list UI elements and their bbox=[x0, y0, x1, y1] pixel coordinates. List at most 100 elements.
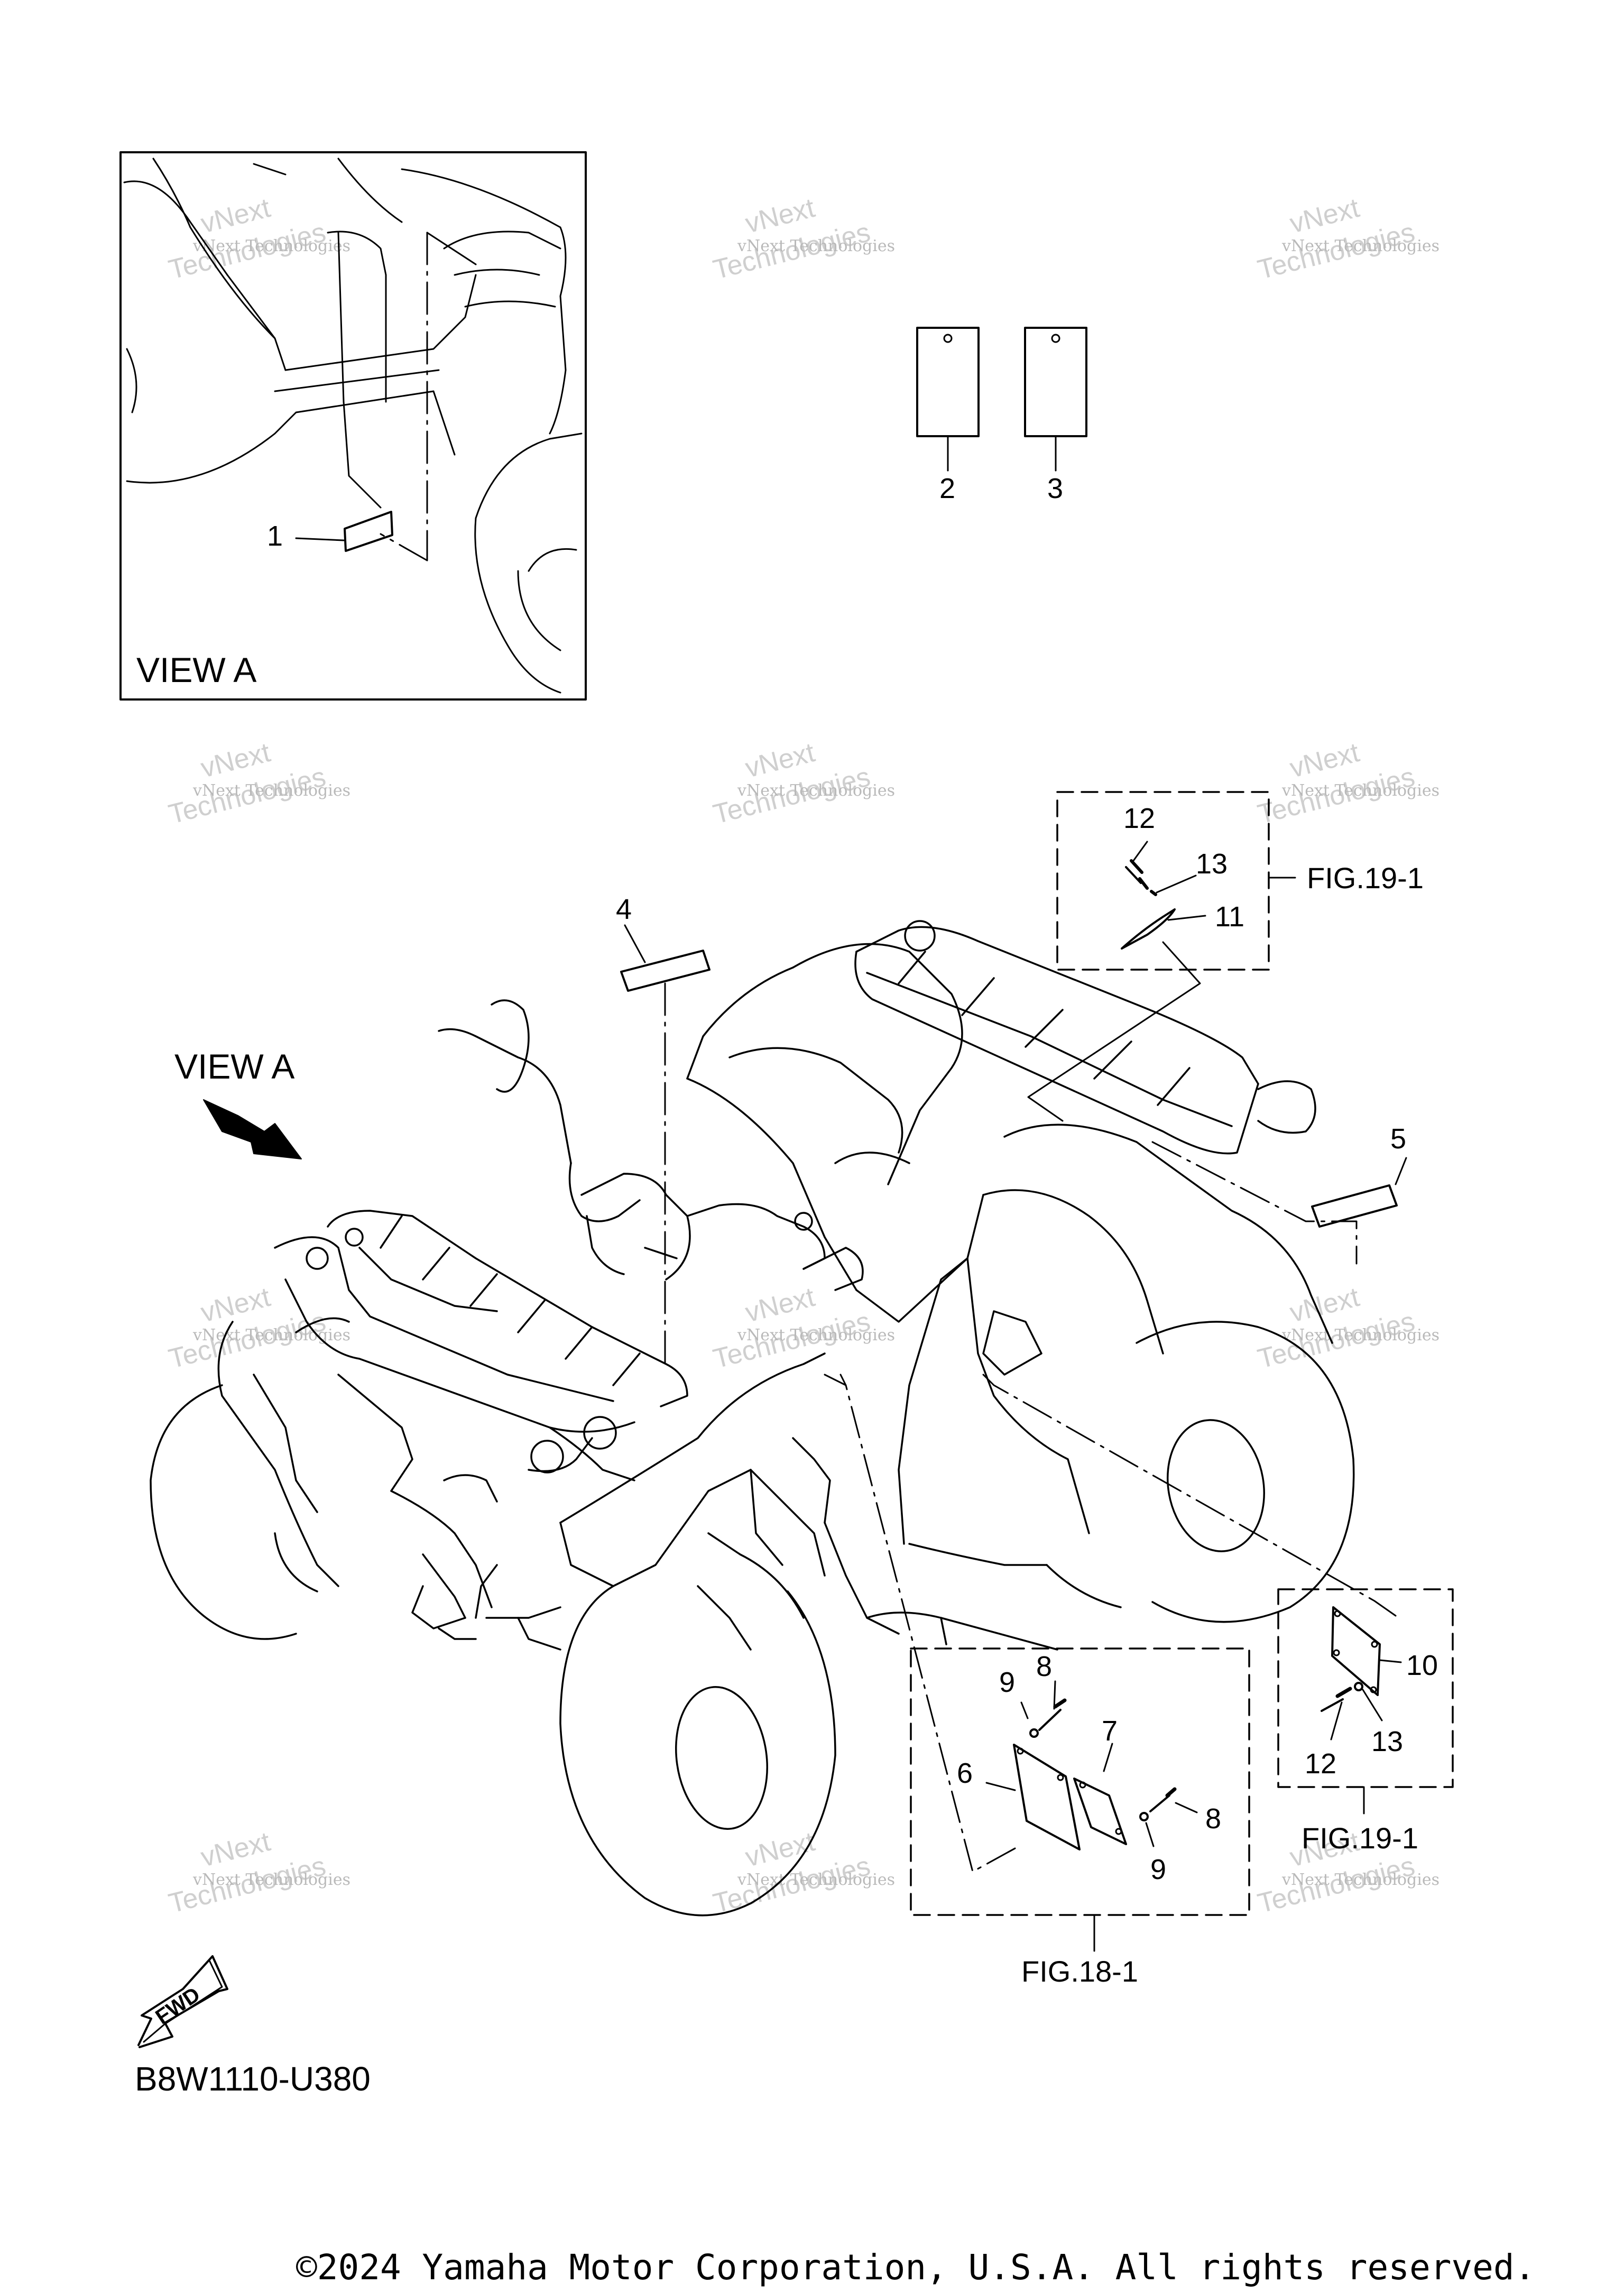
plate-part-10 bbox=[1331, 1606, 1381, 1696]
callout-1: 1 bbox=[267, 520, 283, 552]
fig-box-19-1-bottom bbox=[1277, 1588, 1454, 1788]
leader-8b bbox=[1175, 1802, 1198, 1813]
fwd-badge: FWD bbox=[137, 1955, 228, 2048]
washer-part-9a bbox=[1029, 1728, 1039, 1738]
callout-10: 10 bbox=[1406, 1650, 1438, 1681]
callout-3: 3 bbox=[1047, 473, 1063, 504]
leader-6-dashdot bbox=[839, 1374, 1016, 1873]
watermark-small: vNext Technologies bbox=[737, 781, 895, 800]
leader-12b bbox=[1330, 1701, 1343, 1741]
watermark-small: vNext Technologies bbox=[737, 1871, 895, 1889]
view-a-frame bbox=[119, 151, 587, 701]
front-left-tire bbox=[150, 1384, 297, 1640]
label-part-4 bbox=[620, 950, 710, 992]
view-a-pointer: VIEW A bbox=[174, 1047, 302, 1159]
fig-18-1-box: 6 7 9 8 9 8 FIG.18-1 bbox=[824, 1374, 1250, 1988]
washer-part-13 bbox=[1150, 890, 1157, 896]
watermark-small: vNext Technologies bbox=[192, 1326, 350, 1345]
tag-hole-icon bbox=[1051, 334, 1060, 343]
fig-box-18-1 bbox=[910, 1647, 1250, 1916]
watermark-small: vNext Technologies bbox=[1281, 237, 1440, 255]
callout-8a: 8 bbox=[1036, 1651, 1052, 1682]
watermark-small: vNext Technologies bbox=[192, 1871, 350, 1889]
leader-6 bbox=[985, 1782, 1016, 1791]
callout-4: 4 bbox=[616, 894, 632, 925]
view-a-arrow-label: VIEW A bbox=[174, 1047, 294, 1086]
tag-hole-icon bbox=[943, 334, 953, 343]
leader-9a bbox=[1020, 1701, 1029, 1719]
callout-8b: 8 bbox=[1205, 1803, 1221, 1835]
fig-19-1-top-label: FIG.19-1 bbox=[1307, 861, 1424, 895]
view-arrow-icon bbox=[203, 1099, 302, 1159]
part-4: 4 bbox=[616, 894, 710, 1370]
watermark-small: vNext Technologies bbox=[737, 237, 895, 255]
plate-part-11 bbox=[1121, 908, 1176, 950]
leader-1 bbox=[295, 537, 345, 541]
front-right-tire bbox=[559, 1585, 836, 1917]
callout-12b: 12 bbox=[1305, 1748, 1336, 1780]
callout-2: 2 bbox=[939, 473, 955, 504]
leader-11-line bbox=[1027, 941, 1201, 1122]
tag-part-2 bbox=[916, 327, 980, 437]
leader-12a bbox=[1132, 841, 1148, 862]
leader-9b bbox=[1145, 1822, 1155, 1847]
copyright-notice: ©2024 Yamaha Motor Corporation, U.S.A. A… bbox=[296, 2247, 1536, 2288]
fig-19-1-bottom-label: FIG.19-1 bbox=[1302, 1821, 1418, 1855]
watermark-small: vNext Technologies bbox=[1281, 1871, 1440, 1889]
view-a-drawing bbox=[123, 158, 583, 694]
view-a-leader-top bbox=[426, 232, 477, 265]
leader-7 bbox=[1103, 1743, 1113, 1772]
leader-13b bbox=[1362, 1689, 1383, 1721]
callout-11: 11 bbox=[1215, 901, 1244, 933]
watermark-small: vNext Technologies bbox=[737, 1326, 895, 1345]
callout-13a: 13 bbox=[1196, 848, 1228, 880]
callout-9a: 9 bbox=[999, 1666, 1015, 1698]
rivet-head bbox=[1165, 1787, 1177, 1798]
rear-right-tire bbox=[1136, 1321, 1355, 1623]
plate-part-7 bbox=[1073, 1778, 1127, 1845]
rivet-part-8b bbox=[1149, 1794, 1170, 1812]
view-a-leader bbox=[380, 232, 428, 561]
callout-5: 5 bbox=[1390, 1123, 1406, 1155]
fig-19-1-top-box: 12 13 11 FIG.19-1 bbox=[1027, 791, 1424, 1122]
washer-part-13b bbox=[1354, 1682, 1363, 1691]
callout-13b: 13 bbox=[1371, 1726, 1403, 1757]
diagram-code: B8W1110-U380 bbox=[135, 2060, 371, 2098]
watermark-small: vNext Technologies bbox=[192, 237, 350, 255]
atv-drawing bbox=[150, 920, 1355, 1917]
watermark-small: vNext Technologies bbox=[192, 781, 350, 800]
plate-part-6 bbox=[1013, 1744, 1081, 1850]
leader-5 bbox=[1395, 1157, 1407, 1185]
fig-18-1-label: FIG.18-1 bbox=[1021, 1955, 1138, 1988]
rivet-part-12 bbox=[1125, 866, 1142, 884]
tag-part-3 bbox=[1024, 327, 1087, 437]
rear-right-hub bbox=[1166, 1419, 1266, 1552]
leader-8a bbox=[1053, 1680, 1056, 1710]
fwd-arrow-icon bbox=[137, 1955, 228, 2048]
fig-box-19-1-top bbox=[1056, 791, 1270, 971]
rivet-part-8a bbox=[1038, 1709, 1062, 1731]
callout-12a: 12 bbox=[1123, 803, 1155, 834]
rivet-head bbox=[1053, 1698, 1067, 1709]
watermark-small: vNext Technologies bbox=[1281, 781, 1440, 800]
callout-9b: 9 bbox=[1150, 1854, 1166, 1885]
leader-10-dashdot bbox=[982, 1374, 1397, 1617]
rivet-head bbox=[1130, 859, 1149, 890]
leader-11 bbox=[1167, 915, 1206, 921]
leader-13a bbox=[1156, 874, 1197, 894]
rivet-part-12b bbox=[1321, 1698, 1344, 1712]
leader-10 bbox=[1379, 1659, 1402, 1663]
fwd-label: FWD bbox=[151, 1983, 204, 2029]
view-a-inset: 1 VIEW A bbox=[119, 151, 587, 701]
front-right-hub bbox=[675, 1686, 768, 1830]
rear-fender-plate bbox=[982, 1310, 1042, 1376]
watermark-small: vNext Technologies bbox=[1281, 1326, 1440, 1345]
callout-7: 7 bbox=[1102, 1715, 1118, 1747]
rivet-head bbox=[1335, 1687, 1352, 1698]
leader-4 bbox=[624, 924, 646, 963]
parts-2-3: 2 3 bbox=[916, 327, 1087, 504]
washer-part-9b bbox=[1139, 1812, 1149, 1821]
callout-6: 6 bbox=[957, 1757, 973, 1789]
